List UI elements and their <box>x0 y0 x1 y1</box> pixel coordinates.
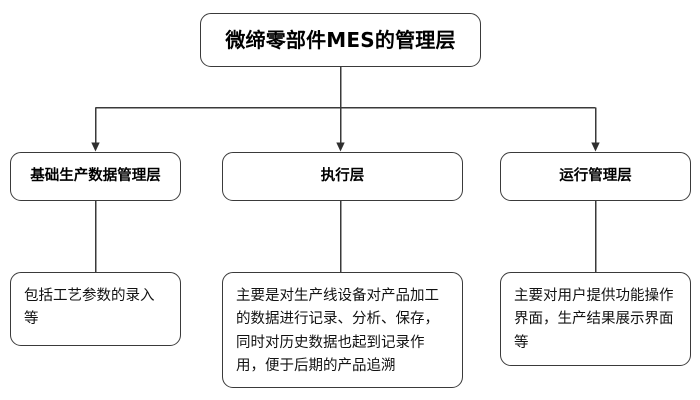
description-node-basic-production-data[interactable]: 包括工艺参数的录入等 <box>10 272 181 346</box>
layer-node-operation-management[interactable]: 运行管理层 <box>500 152 691 201</box>
title-node-label: 微缔零部件MES的管理层 <box>225 28 456 52</box>
layer-node-label: 执行层 <box>320 168 365 185</box>
description-node-execution[interactable]: 主要是对生产线设备对产品加工的数据进行记录、分析、保存，同时对历史数据也起到记录… <box>222 272 463 388</box>
description-node-text: 主要是对生产线设备对产品加工的数据进行记录、分析、保存，同时对历史数据也起到记录… <box>236 288 439 375</box>
description-node-text: 主要对用户提供功能操作界面，生产结果展示界面等 <box>514 288 674 351</box>
layer-node-label: 基础生产数据管理层 <box>30 168 161 185</box>
title-node[interactable]: 微缔零部件MES的管理层 <box>200 13 481 67</box>
layer-node-basic-production-data[interactable]: 基础生产数据管理层 <box>10 152 181 201</box>
description-node-operation-management[interactable]: 主要对用户提供功能操作界面，生产结果展示界面等 <box>500 272 691 366</box>
layer-node-execution[interactable]: 执行层 <box>222 152 463 201</box>
layer-node-label: 运行管理层 <box>559 168 632 185</box>
description-node-text: 包括工艺参数的录入等 <box>24 288 155 328</box>
